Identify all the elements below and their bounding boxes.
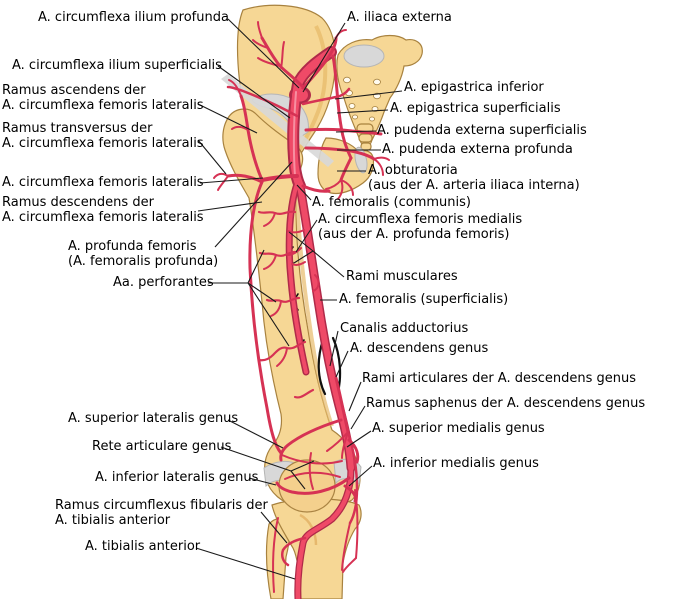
- artery-pudenda-profunda-twig: [373, 156, 390, 161]
- leader-a-circumflexa-ilium-superficialis: [217, 65, 291, 119]
- artery-circumflexa-ilium-superficialis: [226, 85, 299, 118]
- leader-ramus-circumflexus-fibularis: [260, 511, 288, 544]
- artery-epigastrica-inferior-twig: [335, 29, 347, 39]
- leader-a-descendens-genus: [335, 350, 349, 378]
- leader-a-circumflexa-ilium-profunda: [227, 18, 300, 89]
- artery-rete-articulare: [281, 454, 343, 465]
- femur-shade: [294, 161, 334, 427]
- artery-fibular-descending: [272, 517, 279, 593]
- coccyx-segment: [358, 133, 373, 143]
- inguinal-ligament: [221, 74, 334, 167]
- artery-perforans-twig: [276, 347, 288, 367]
- femoral-bulb: [292, 88, 308, 102]
- artery-perforans-twig: [263, 212, 276, 227]
- artery-rete-articulare: [308, 452, 314, 490]
- artery-descendens-genus: [334, 376, 350, 434]
- artery-circumflexa-femoris-lateralis: [260, 174, 299, 182]
- artery-ramus-transversus-twig: [217, 175, 229, 191]
- artery-highlight: [292, 91, 297, 177]
- artery-saphenus-twig: [342, 557, 357, 573]
- artery-inferior-medialis-genus: [343, 484, 357, 503]
- artery-superior-medialis-genus: [347, 438, 360, 464]
- leader-a-superior-medialis-genus: [346, 430, 372, 448]
- artery-circumflexa-ilium-profunda-twig: [252, 39, 269, 49]
- artery-perforans: [257, 340, 307, 362]
- artery-epigastrica-superficialis: [301, 87, 351, 106]
- artery-obturatoria-fan: [325, 179, 342, 190]
- leader-rete-articulare-genus: [220, 446, 315, 490]
- leader-a-superior-lateralis-genus: [227, 419, 284, 449]
- leader-a-inferior-medialis-genus: [348, 465, 373, 487]
- patella-bone: [278, 459, 336, 513]
- leader-a-epigastrica-superficialis: [336, 109, 389, 114]
- artery-circumflexa-femoris-medialis: [301, 184, 331, 193]
- artery-obturatoria: [339, 156, 353, 182]
- leader-ramus-ascendens: [197, 103, 258, 134]
- artery-obturatoria-fan: [340, 179, 354, 196]
- leader-a-epigastrica-inferior: [334, 90, 403, 100]
- artery-ramus-saphenus: [346, 430, 359, 525]
- artery-pudenda-externa-profunda: [304, 146, 376, 161]
- artery-perforans-twig: [263, 254, 277, 270]
- leader-aa-perforantes: [208, 249, 290, 347]
- leader-a-tibialis-anterior: [195, 547, 296, 580]
- artery-ramus-transversus: [226, 173, 264, 184]
- sacrum-cartilage: [343, 44, 385, 68]
- artery-poplitea-tibialis: [295, 465, 354, 599]
- artery-inferior-lateralis-genus: [275, 476, 351, 495]
- artery-superior-lateralis-genus: [279, 418, 343, 462]
- artery-rete-articulare: [284, 471, 341, 480]
- leader-rami-musculares: [288, 231, 345, 278]
- artery-ramus-ascendens-twig: [228, 79, 242, 97]
- leader-a-inferior-lateralis-genus: [248, 477, 277, 486]
- artery-profunda-femoris: [287, 182, 308, 374]
- artery-circumflexa-ilium-profunda-twig: [257, 21, 263, 39]
- artery-ramus-muscularis: [287, 229, 305, 234]
- artery-rami-articulares: [326, 431, 349, 452]
- leader-ramus-transversus: [197, 139, 227, 175]
- leader-a-pudenda-externa-superficialis: [335, 130, 377, 133]
- leader-a-iliaca-externa: [302, 22, 346, 93]
- leader-ramus-descendens: [197, 201, 263, 212]
- artery-pudenda-externa-superficialis: [304, 127, 383, 136]
- leader-a-profunda-femoris: [214, 161, 293, 248]
- artery-ramus-muscularis: [291, 261, 306, 267]
- artery-saphenus-distal: [341, 522, 351, 571]
- artery-obturatoria-fan: [337, 179, 344, 200]
- tibia-shade: [299, 513, 318, 546]
- leader-a-circumflexa-femoris-medialis: [295, 219, 318, 253]
- artery-circumflexa-ilium-profunda-twig: [280, 41, 285, 69]
- artery-rami-articulares: [341, 431, 349, 459]
- artery-circumflexa-ilium-profunda-twig: [257, 57, 281, 67]
- artery-circumflexus-fibularis: [280, 536, 307, 567]
- leader-rami-articulares: [348, 381, 362, 412]
- artery-pudenda-profunda-twig: [373, 158, 384, 176]
- leader-a-femoralis-communis: [296, 184, 312, 201]
- artery-ramus-transversus-twig: [213, 172, 229, 179]
- artery-perforans: [293, 388, 315, 399]
- leader-a-circumflexa-femoris-lateralis: [199, 177, 264, 184]
- leader-lines: [195, 18, 403, 580]
- leader-canalis-adductorius: [329, 330, 339, 367]
- artery-ramus-descendens: [248, 180, 283, 455]
- artery-ramus-muscularis: [312, 274, 320, 292]
- leader-ramus-saphenus: [350, 405, 366, 430]
- artery-branches: [213, 21, 390, 593]
- artery-ramus-ascendens-twig: [231, 125, 249, 131]
- artery-perforans-twig: [270, 300, 282, 317]
